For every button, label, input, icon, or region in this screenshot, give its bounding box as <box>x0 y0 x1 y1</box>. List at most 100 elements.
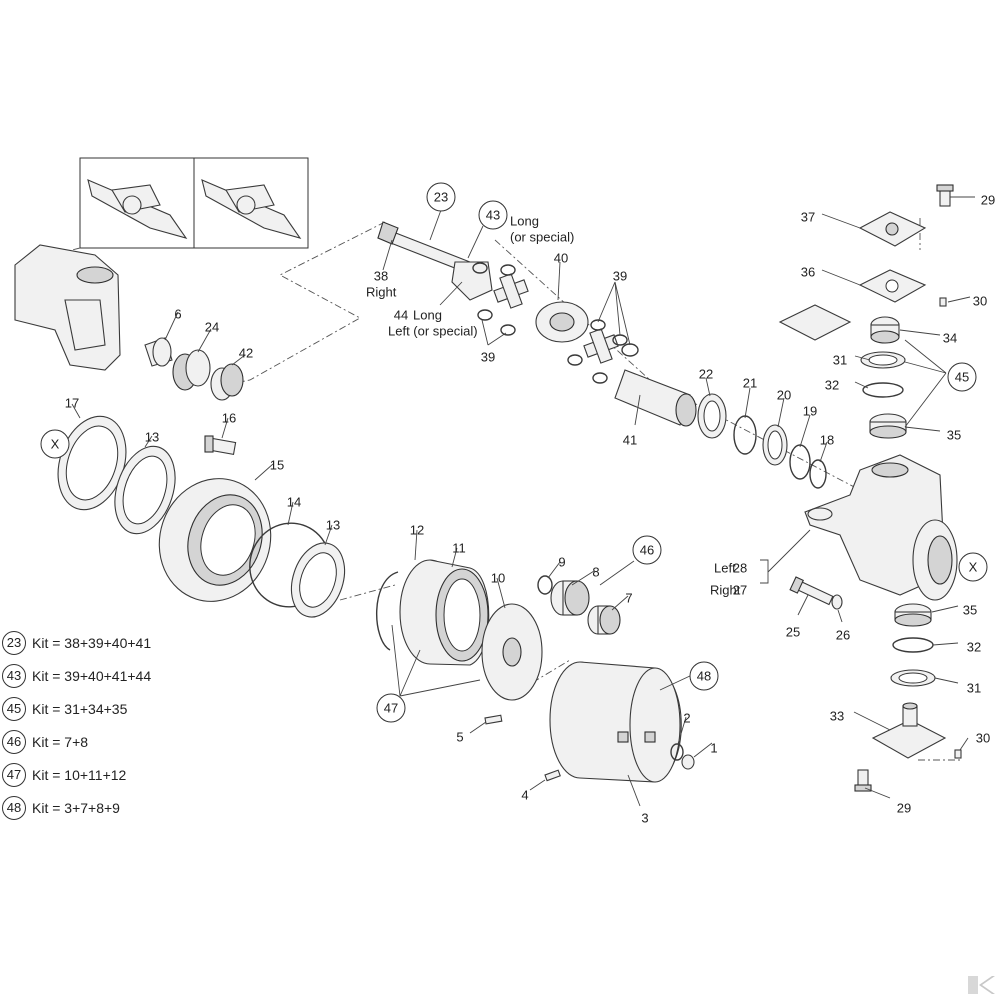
kit-legend: 23 Kit = 38+39+40+41 43 Kit = 39+40+41+4… <box>2 626 242 824</box>
callout-37: 37 <box>801 210 815 225</box>
callout-text: 13 <box>145 430 159 445</box>
callout-text: 30 <box>976 731 990 746</box>
callout-32b: 32 <box>967 640 981 655</box>
callout-45: 45 <box>947 362 977 392</box>
bushing-20 <box>762 424 788 466</box>
callout-22: 22 <box>699 367 713 382</box>
callout-circle <box>478 200 508 230</box>
callout-text: 6 <box>174 307 181 322</box>
callout-46: 46 <box>632 535 662 565</box>
cover-plate-37 <box>858 211 927 247</box>
callout-circle <box>632 535 662 565</box>
ring-gear-11 <box>399 559 490 666</box>
callout-text: (or special) <box>510 230 574 245</box>
callout-text: 19 <box>803 404 817 419</box>
kit-contents: Kit = 39+40+41+44 <box>32 667 152 684</box>
callout-30b: 30 <box>976 731 990 746</box>
callout-text: 7 <box>625 591 632 606</box>
callout-43n: Long <box>510 214 539 229</box>
callout-24: 24 <box>205 320 219 335</box>
wheel-bolt-16 <box>204 435 237 455</box>
callout-13b: 13 <box>326 518 340 533</box>
kit-contents: Kit = 7+8 <box>32 733 89 750</box>
callout-text: 46 <box>640 543 654 558</box>
callout-41: 41 <box>623 433 637 448</box>
callout-text: 33 <box>830 709 844 724</box>
circlips-39 <box>472 262 639 384</box>
callout-14: 14 <box>287 495 301 510</box>
callout-text: 2 <box>683 711 690 726</box>
callout-text: 32 <box>967 640 981 655</box>
kit-badge: 23 <box>2 630 26 655</box>
callout-15: 15 <box>270 458 284 473</box>
ring-32-top <box>862 382 904 398</box>
callout-circle <box>40 429 70 459</box>
ring-19 <box>789 444 811 480</box>
callout-text: 1 <box>710 741 717 756</box>
callout-text: 10 <box>491 571 505 586</box>
callout-13a: 13 <box>145 430 159 445</box>
callout-text: 41 <box>623 433 637 448</box>
callout-text: 31 <box>967 681 981 696</box>
callout-42: 42 <box>239 346 253 361</box>
callout-text: Left (or special) <box>388 324 478 339</box>
callout-text: 27 <box>733 583 747 598</box>
callout-38: 38 <box>374 269 388 284</box>
callout-35a: 35 <box>947 428 961 443</box>
brand-logo-icon <box>968 976 995 994</box>
planet-carrier-10 <box>481 603 543 701</box>
callout-text: 30 <box>973 294 987 309</box>
callout-2: 2 <box>683 711 690 726</box>
callout-26: 26 <box>836 628 850 643</box>
bearing-35-top <box>869 413 907 439</box>
callout-text: 5 <box>456 730 463 745</box>
bearing-35-bottom <box>894 603 932 627</box>
snap-ring-12 <box>375 571 399 651</box>
bolt-29-bottom <box>854 769 872 792</box>
stub-shaft-41 <box>614 369 697 427</box>
king-pin-34 <box>778 304 900 344</box>
kit-contents: Kit = 3+7+8+9 <box>32 799 120 816</box>
callout-30a: 30 <box>973 294 987 309</box>
callout-31a: 31 <box>833 353 847 368</box>
kit-badge: 47 <box>2 762 26 787</box>
kit-contents: Kit = 38+39+40+41 <box>32 634 152 651</box>
callout-21: 21 <box>743 376 757 391</box>
kit-badge: 48 <box>2 795 26 820</box>
callout-43n2: (or special) <box>510 230 574 245</box>
kit-row: 45 Kit = 31+34+35 <box>2 692 242 725</box>
callout-text: X <box>969 560 978 575</box>
callout-text: 9 <box>558 555 565 570</box>
callout-text: 20 <box>777 388 791 403</box>
callout-circle <box>958 552 988 582</box>
bushing-24 <box>172 349 211 391</box>
cross-joint-39-b <box>583 328 619 364</box>
callout-text: Long <box>510 214 539 229</box>
leader-lines <box>71 196 975 807</box>
axle-overview-inset <box>79 157 309 249</box>
bolt-29-top <box>936 184 954 207</box>
callout-43: 43 <box>478 200 508 230</box>
callout-text: 14 <box>287 495 301 510</box>
callout-text: 45 <box>955 370 969 385</box>
callout-text: Left <box>714 561 736 576</box>
callout-28: 28 <box>733 561 747 576</box>
callout-16: 16 <box>222 411 236 426</box>
screw-4 <box>544 769 561 782</box>
callout-text: 21 <box>743 376 757 391</box>
callout-circle <box>426 182 456 212</box>
callout-40: 40 <box>554 251 568 266</box>
kit-row: 48 Kit = 3+7+8+9 <box>2 791 242 824</box>
callout-text: 40 <box>554 251 568 266</box>
callout-text: 31 <box>833 353 847 368</box>
callout-text: 13 <box>326 518 340 533</box>
callout-text: 17 <box>65 396 79 411</box>
plug-1 <box>681 754 695 770</box>
snap-ring-21 <box>733 415 757 455</box>
callout-6: 6 <box>174 307 181 322</box>
callout-17: 17 <box>65 396 79 411</box>
callout-12: 12 <box>410 523 424 538</box>
snap-ring-18 <box>809 459 827 489</box>
callout-7: 7 <box>625 591 632 606</box>
callout-10: 10 <box>491 571 505 586</box>
